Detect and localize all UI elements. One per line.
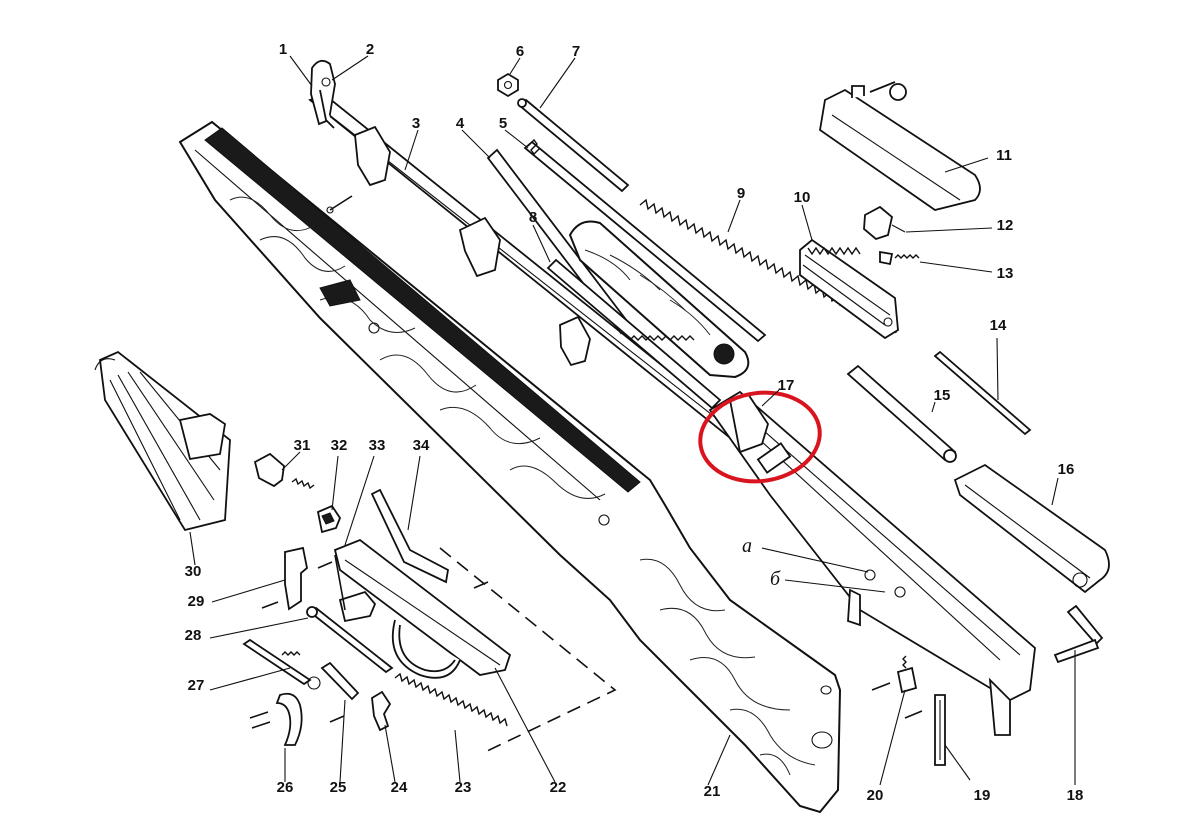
part-number-label: 28	[185, 627, 202, 644]
cleaning-rod-part-7	[517, 98, 630, 193]
part-number-label: 21	[704, 783, 721, 800]
part-number-label: 22	[550, 779, 567, 796]
part-number-label: 8	[529, 209, 537, 226]
lever-part-18	[1053, 604, 1104, 664]
part-number-label: 3	[412, 115, 420, 132]
part-29	[261, 546, 308, 611]
bolt-carrier-part-11	[819, 81, 981, 211]
part-number-label: 32	[331, 437, 348, 454]
nut-part-6	[497, 72, 519, 98]
part-24	[371, 690, 392, 732]
rod-part-5	[523, 138, 767, 343]
rod-part-8	[546, 258, 722, 410]
part-25	[320, 661, 360, 701]
part-number-label: 12	[997, 217, 1014, 234]
pin-part-19	[934, 694, 946, 766]
spring-part-13	[879, 250, 920, 266]
part-number-label: 5	[499, 115, 507, 132]
part-number-label: 13	[997, 265, 1014, 282]
part-number-label: 6	[516, 43, 524, 60]
stock-part-21	[178, 120, 842, 814]
part-32	[316, 504, 342, 534]
part-28	[306, 606, 394, 674]
handguard	[568, 220, 750, 379]
part-number-label: 9	[737, 185, 745, 202]
magazine-part-30	[94, 350, 231, 532]
part-number-label: 29	[188, 593, 205, 610]
part-number-label: 34	[413, 437, 430, 454]
letter-label: а	[742, 535, 752, 557]
trigger-housing-part-22	[333, 538, 512, 679]
extractor-part-12	[863, 205, 906, 241]
part-33	[334, 554, 346, 611]
part-number-label: 26	[277, 779, 294, 796]
part-number-label: 14	[990, 317, 1007, 334]
part-number-label: 10	[794, 189, 811, 206]
bolt-part-10	[799, 238, 899, 340]
part-number-label: 18	[1067, 787, 1084, 804]
part-number-label: 30	[185, 563, 202, 580]
highlight-circle	[698, 390, 822, 484]
part-number-label: 4	[456, 115, 465, 132]
letter-label: б	[770, 568, 781, 590]
part-27	[242, 638, 321, 690]
cover-part-16	[953, 463, 1110, 594]
spring-part-23	[394, 672, 508, 727]
part-number-label: 1	[279, 41, 287, 58]
part-26	[249, 692, 303, 746]
part-number-label: 24	[391, 779, 408, 796]
part-number-label: 33	[369, 437, 386, 454]
part-number-label: 19	[974, 787, 991, 804]
part-number-label: 27	[188, 677, 205, 694]
firing-pin-part-14	[933, 350, 1032, 436]
part-number-label: 11	[996, 147, 1012, 164]
part-number-label: 23	[455, 779, 472, 796]
lever-part-34	[370, 488, 449, 584]
part-number-label: 31	[294, 437, 311, 454]
receiver	[708, 390, 1036, 736]
part-number-label: 16	[1058, 461, 1075, 478]
pin	[326, 195, 353, 214]
part-number-label: 20	[867, 787, 884, 804]
part-number-label: 15	[934, 387, 951, 404]
barrel-part-3	[308, 59, 782, 472]
part-31	[253, 452, 315, 490]
part-20	[896, 655, 918, 694]
leader-lines	[189, 55, 1076, 786]
part-number-label: 17	[778, 377, 795, 394]
part-number-label: 25	[330, 779, 347, 796]
part-number-label: 7	[572, 43, 580, 60]
part-number-label: 2	[366, 41, 374, 58]
pins	[317, 561, 923, 723]
guide-rod-part-15	[846, 364, 957, 463]
